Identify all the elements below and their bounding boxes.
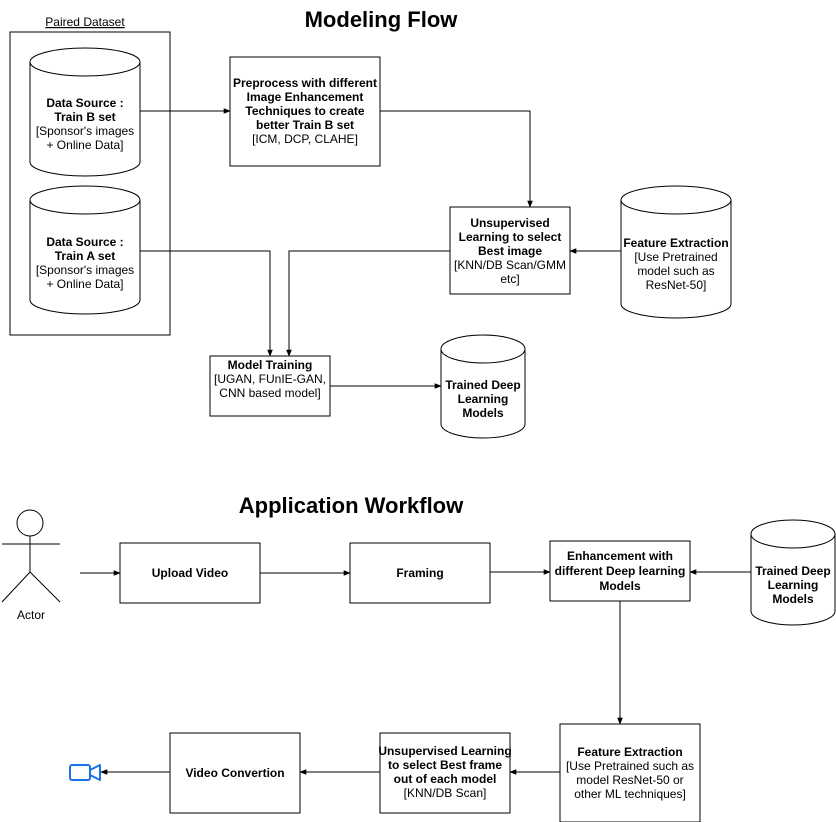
preprocess-box: Preprocess with different Image Enhancem… bbox=[229, 56, 381, 167]
preprocess-line4: better Train B set bbox=[256, 118, 354, 132]
unsup-a-line4: [KNN/DB Scan] bbox=[404, 786, 487, 800]
fe-m-line3: model such as bbox=[637, 264, 714, 278]
enh-line2: different Deep learning bbox=[555, 564, 686, 578]
unsup-m-line2: Learning to select bbox=[459, 230, 562, 244]
tm-m-line1: Trained Deep bbox=[445, 378, 520, 392]
unsup-m-line4: [KNN/DB Scan/GMM bbox=[454, 258, 566, 272]
modeling-flow-title: Modeling Flow bbox=[305, 7, 459, 32]
upload-video-box: Upload Video bbox=[119, 542, 261, 604]
unsup-m-line3: Best image bbox=[478, 244, 542, 258]
enhancement-box: Enhancement with different Deep learning… bbox=[549, 540, 691, 602]
fe-m-line2: [Use Pretrained bbox=[634, 250, 717, 264]
fe-a-line1: Feature Extraction bbox=[577, 745, 682, 759]
model-training-box: Model Training [UGAN, FUnIE-GAN, CNN bas… bbox=[209, 355, 331, 417]
train-a-line2: Train A set bbox=[55, 249, 115, 263]
train-b-line4: + Online Data] bbox=[46, 138, 123, 152]
train-a-line1: Data Source : bbox=[46, 235, 123, 249]
paired-dataset-label: Paired Dataset bbox=[45, 15, 125, 29]
unsup-m-line1: Unsupervised bbox=[470, 216, 549, 230]
fe-a-line3: model ResNet-50 or bbox=[576, 773, 683, 787]
tm-m-line3: Models bbox=[462, 406, 504, 420]
unsup-a-line2: to select Best frame bbox=[388, 758, 502, 772]
fe-a-line2: [Use Pretrained such as bbox=[566, 759, 694, 773]
trained-models-datastore-app: Trained Deep Learning Models bbox=[750, 519, 836, 626]
video-camera-icon bbox=[69, 764, 101, 781]
preprocess-line5: [ICM, DCP, CLAHE] bbox=[252, 132, 358, 146]
fe-a-line4: other ML techniques] bbox=[574, 787, 686, 801]
train-a-line3: [Sponsor's images bbox=[36, 263, 134, 277]
fe-m-line4: ResNet-50] bbox=[646, 278, 707, 292]
train-b-line2: Train B set bbox=[54, 110, 115, 124]
preprocess-line3: Techniques to create bbox=[245, 104, 364, 118]
video-conversion-label: Video Convertion bbox=[185, 766, 284, 780]
unsup-a-line1: Unsupervised Learning bbox=[378, 744, 511, 758]
application-workflow-title: Application Workflow bbox=[239, 493, 464, 518]
unsup-a-line3: out of each model bbox=[394, 772, 497, 786]
preprocess-line1: Preprocess with different bbox=[233, 76, 377, 90]
feature-extraction-datastore-modeling: Feature Extraction [Use Pretrained model… bbox=[620, 185, 732, 319]
unsup-m-line5: etc] bbox=[500, 272, 519, 286]
edge-unsup-training bbox=[286, 250, 450, 357]
upload-video-label: Upload Video bbox=[152, 566, 228, 580]
trained-models-datastore-modeling: Trained Deep Learning Models bbox=[440, 334, 526, 439]
mt-line3: CNN based model] bbox=[219, 386, 320, 400]
tm-m-line2: Learning bbox=[458, 392, 509, 406]
mt-line2: [UGAN, FUnIE-GAN, bbox=[214, 372, 326, 386]
train-b-line1: Data Source : bbox=[46, 96, 123, 110]
fe-m-line1: Feature Extraction bbox=[623, 236, 728, 250]
framing-label: Framing bbox=[396, 566, 443, 580]
framing-box: Framing bbox=[349, 542, 491, 604]
train-b-datastore: Data Source : Train B set [Sponsor's ima… bbox=[29, 47, 141, 177]
tm-a-line3: Models bbox=[772, 592, 814, 606]
edge-traina-training bbox=[140, 250, 273, 357]
feature-extraction-box-app: Feature Extraction [Use Pretrained such … bbox=[559, 723, 701, 822]
train-a-datastore: Data Source : Train A set [Sponsor's ima… bbox=[29, 185, 141, 315]
mt-line1: Model Training bbox=[228, 358, 313, 372]
enh-line3: Models bbox=[599, 579, 641, 593]
actor-label: Actor bbox=[17, 608, 45, 622]
tm-a-line1: Trained Deep bbox=[755, 564, 830, 578]
enh-line1: Enhancement with bbox=[567, 549, 673, 563]
unsupervised-box-app: Unsupervised Learning to select Best fra… bbox=[378, 732, 512, 814]
unsupervised-box-modeling: Unsupervised Learning to select Best ima… bbox=[449, 206, 571, 295]
train-b-line3: [Sponsor's images bbox=[36, 124, 134, 138]
edge-preprocess-unsup bbox=[380, 110, 533, 208]
video-conversion-box: Video Convertion bbox=[169, 732, 301, 814]
tm-a-line2: Learning bbox=[768, 578, 819, 592]
preprocess-line2: Image Enhancement bbox=[247, 90, 364, 104]
actor-figure: Actor bbox=[1, 509, 61, 622]
train-a-line4: + Online Data] bbox=[46, 277, 123, 291]
